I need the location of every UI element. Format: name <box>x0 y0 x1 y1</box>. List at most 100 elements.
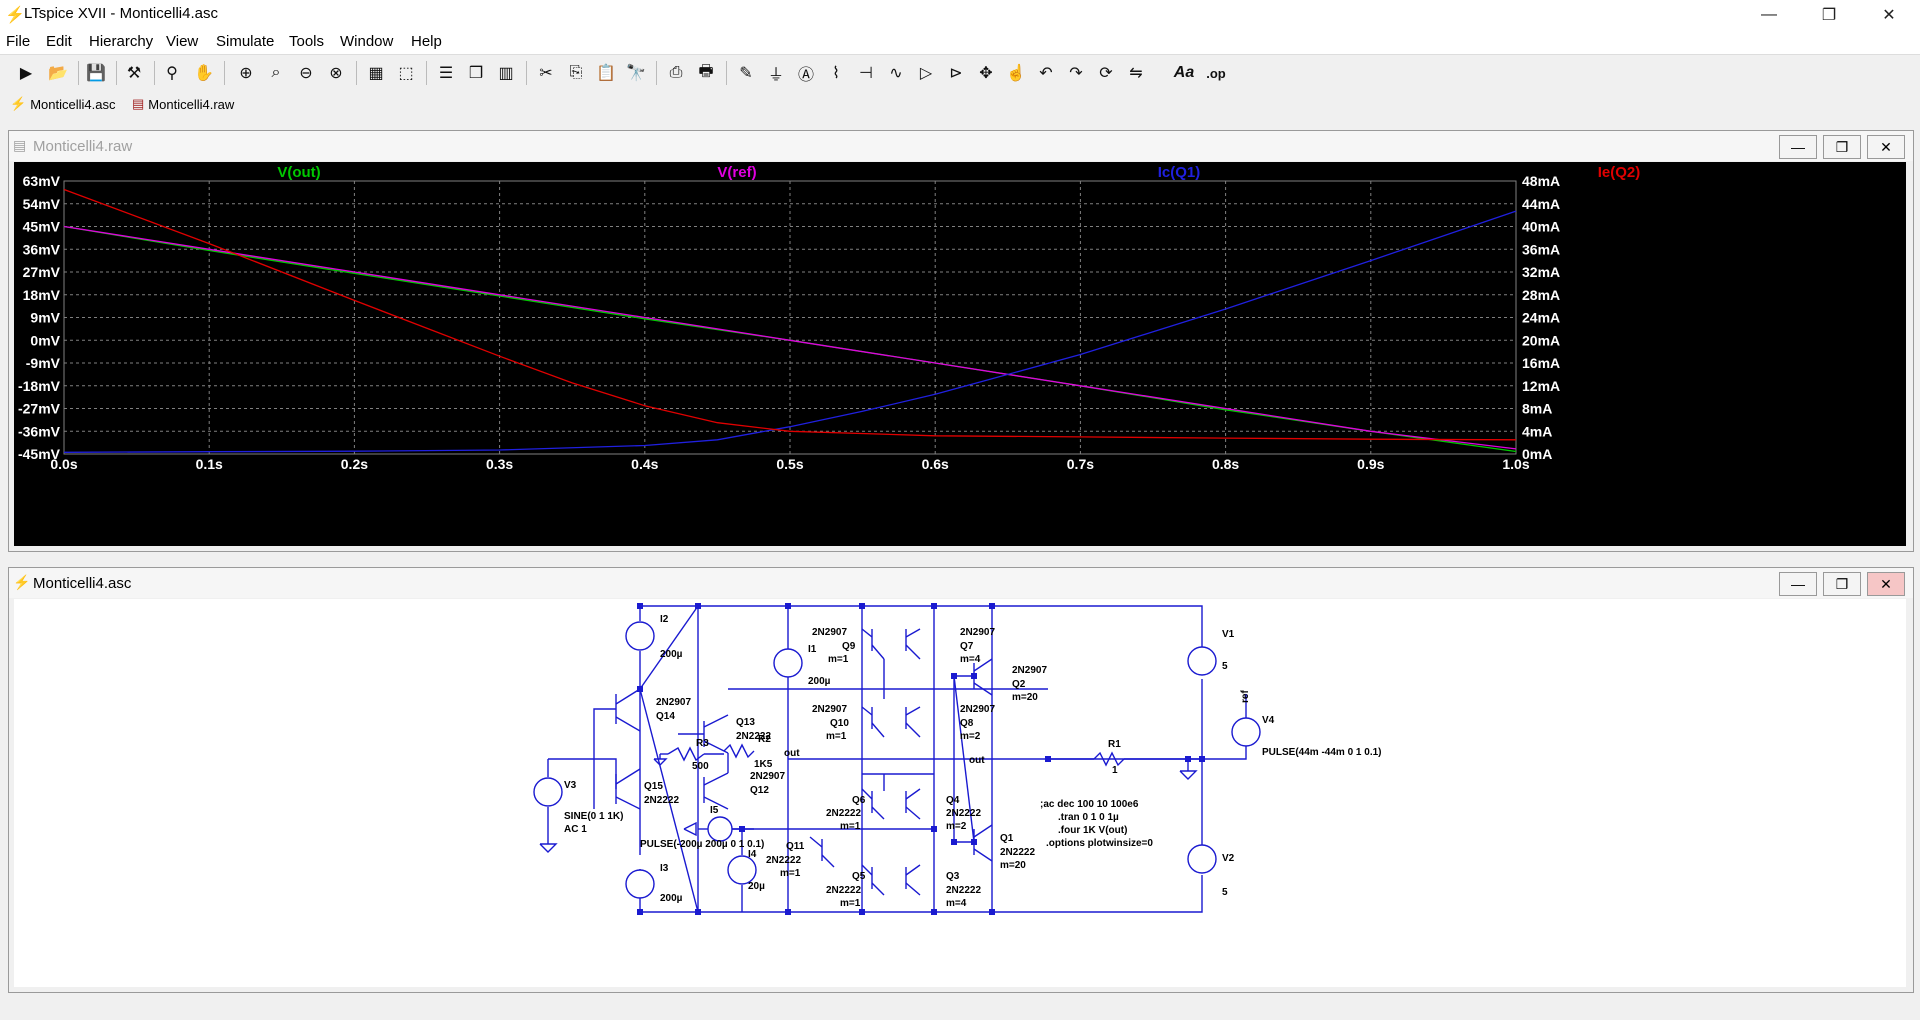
trace-label-vref[interactable]: V(ref) <box>717 164 756 181</box>
tile-v-icon[interactable]: ▥ <box>498 65 514 82</box>
tile-h-icon[interactable]: ☰ <box>438 65 454 82</box>
menu-file[interactable]: File <box>6 33 31 50</box>
tab-waveform[interactable]: ▤ Monticelli4.raw <box>132 96 234 112</box>
trace-vref[interactable] <box>63 225 1517 450</box>
trace-ieq2[interactable] <box>63 188 1517 441</box>
y-right-tick-label: 48mA <box>1522 173 1560 189</box>
window-title: LTspice XVII - Monticelli4.asc <box>24 5 218 22</box>
mult-q4: m=2 <box>946 821 967 832</box>
x-tick-label: 0.8s <box>1212 456 1239 472</box>
schematic-drawing[interactable]: I2 200µ I1 200µ I3 200µ I4 20µ I5 PULSE(… <box>14 599 1906 987</box>
minimize-icon[interactable]: — <box>1779 135 1817 159</box>
print-setup-icon[interactable]: 🖶 <box>698 62 714 80</box>
copy-icon[interactable]: ⎘ <box>569 64 583 81</box>
label-q14: Q14 <box>656 711 675 722</box>
menu-tools[interactable]: Tools <box>289 33 325 50</box>
menu-hierarchy[interactable]: Hierarchy <box>89 33 154 50</box>
drag-icon[interactable]: ☝ <box>1006 65 1026 82</box>
resistor-icon[interactable]: ⌇ <box>832 65 840 82</box>
y-left-tick-label: -9mV <box>26 355 61 371</box>
directive-options[interactable]: .options plotwinsize=0 <box>1046 838 1153 849</box>
pencil-icon[interactable]: ✎ <box>739 65 753 82</box>
menu-simulate[interactable]: Simulate <box>216 33 275 50</box>
plot-icon[interactable]: ▦ <box>368 65 384 82</box>
save-icon[interactable]: 💾 <box>86 65 106 82</box>
label-q11: Q11 <box>786 841 805 852</box>
restore-icon[interactable]: ❐ <box>1823 572 1861 596</box>
directive-ac[interactable]: ;ac dec 100 10 100e6 <box>1040 799 1139 810</box>
tab-schematic[interactable]: ⚡ Monticelli4.asc <box>10 96 115 112</box>
label-r1: R1 <box>1108 739 1121 750</box>
y-right-tick-label: 4mA <box>1522 423 1552 439</box>
trace-label-ieq2[interactable]: Ie(Q2) <box>1598 164 1641 181</box>
menu-help[interactable]: Help <box>411 33 442 50</box>
y-left-tick-label: 0mV <box>30 332 60 348</box>
minimize-icon[interactable]: — <box>1761 6 1777 23</box>
capacitor-icon[interactable]: ⊣ <box>859 65 873 82</box>
print-icon[interactable]: ⎙ <box>669 64 683 81</box>
y-left-tick-label: -45mV <box>18 446 61 462</box>
label-icon[interactable]: Ⓐ <box>797 67 814 84</box>
model-q11: 2N2222 <box>766 855 801 866</box>
model-q13: 2N2222 <box>736 731 771 742</box>
mirror-icon[interactable]: ⇋ <box>1129 65 1143 82</box>
restore-icon[interactable]: ❐ <box>1821 7 1837 24</box>
rotate-icon[interactable]: ⟳ <box>1099 65 1113 82</box>
zoom-out-icon[interactable]: ⊖ <box>299 65 313 82</box>
y-left-tick-label: 63mV <box>23 173 61 189</box>
ground-icon[interactable]: ⏚ <box>767 67 784 84</box>
redo-icon[interactable]: ↷ <box>1069 65 1083 82</box>
schematic-canvas[interactable]: I2 200µ I1 200µ I3 200µ I4 20µ I5 PULSE(… <box>14 599 1906 987</box>
trace-label-icq1[interactable]: Ic(Q1) <box>1158 164 1201 181</box>
pan-icon[interactable]: ✋ <box>194 65 214 82</box>
component-icon[interactable]: ⊳ <box>949 65 963 82</box>
find-icon[interactable]: 🔭 <box>626 65 646 82</box>
zoom-in-icon[interactable]: ⊕ <box>239 65 253 82</box>
diode-icon[interactable]: ▷ <box>919 65 933 82</box>
waveform-window-caption: ▤ Monticelli4.raw — ❐ ✕ <box>9 131 1913 161</box>
close-icon[interactable]: ✕ <box>1882 7 1896 24</box>
trace-icq1[interactable] <box>63 210 1517 453</box>
menu-edit[interactable]: Edit <box>46 33 72 50</box>
model-q14: 2N2907 <box>656 697 691 708</box>
model-q15: 2N2222 <box>644 795 679 806</box>
y-right-tick-label: 24mA <box>1522 310 1560 326</box>
cascade-icon[interactable]: ❒ <box>468 65 484 82</box>
probe-icon[interactable]: ⚲ <box>166 65 178 82</box>
paste-icon[interactable]: 📋 <box>596 65 616 82</box>
y-right-tick-label: 32mA <box>1522 264 1560 280</box>
label-i3: I3 <box>660 863 669 874</box>
trace-label-vout[interactable]: V(out) <box>277 164 320 181</box>
mult-q10: m=1 <box>826 731 847 742</box>
mult-q5: m=1 <box>840 898 861 909</box>
menu-window[interactable]: Window <box>340 33 394 50</box>
restore-icon[interactable]: ❐ <box>1823 135 1861 159</box>
close-icon[interactable]: ✕ <box>1867 572 1905 596</box>
minimize-icon[interactable]: — <box>1779 572 1817 596</box>
spice-directive-icon[interactable]: .op <box>1206 65 1226 81</box>
move-icon[interactable]: ✥ <box>979 65 993 82</box>
hammer-icon[interactable]: ⚒ <box>126 65 142 82</box>
open-icon[interactable]: 📂 <box>48 65 68 82</box>
menu-view[interactable]: View <box>166 33 199 50</box>
autorange-icon[interactable]: ⬚ <box>398 65 414 82</box>
close-icon[interactable]: ✕ <box>1867 135 1905 159</box>
zoom-area-icon[interactable]: ⌕ <box>271 64 281 81</box>
label-v1: V1 <box>1222 629 1235 640</box>
undo-icon[interactable]: ↶ <box>1039 65 1053 82</box>
zoom-fit-icon[interactable]: ⊗ <box>329 65 343 82</box>
inductor-icon[interactable]: ∿ <box>889 65 903 82</box>
label-v2: V2 <box>1222 853 1235 864</box>
y-right-tick-label: 28mA <box>1522 287 1560 303</box>
text-icon[interactable]: Aa <box>1173 64 1195 81</box>
y-right-tick-label: 0mA <box>1522 446 1552 462</box>
directive-tran[interactable]: .tran 0 1 0 1µ <box>1058 812 1119 823</box>
run-icon[interactable]: ▶ <box>19 65 33 82</box>
ac-v3: AC 1 <box>564 824 587 835</box>
directive-four[interactable]: .four 1K V(out) <box>1058 825 1127 836</box>
schematic-icon: ⚡ <box>10 96 27 111</box>
cut-icon[interactable]: ✂ <box>539 65 553 82</box>
